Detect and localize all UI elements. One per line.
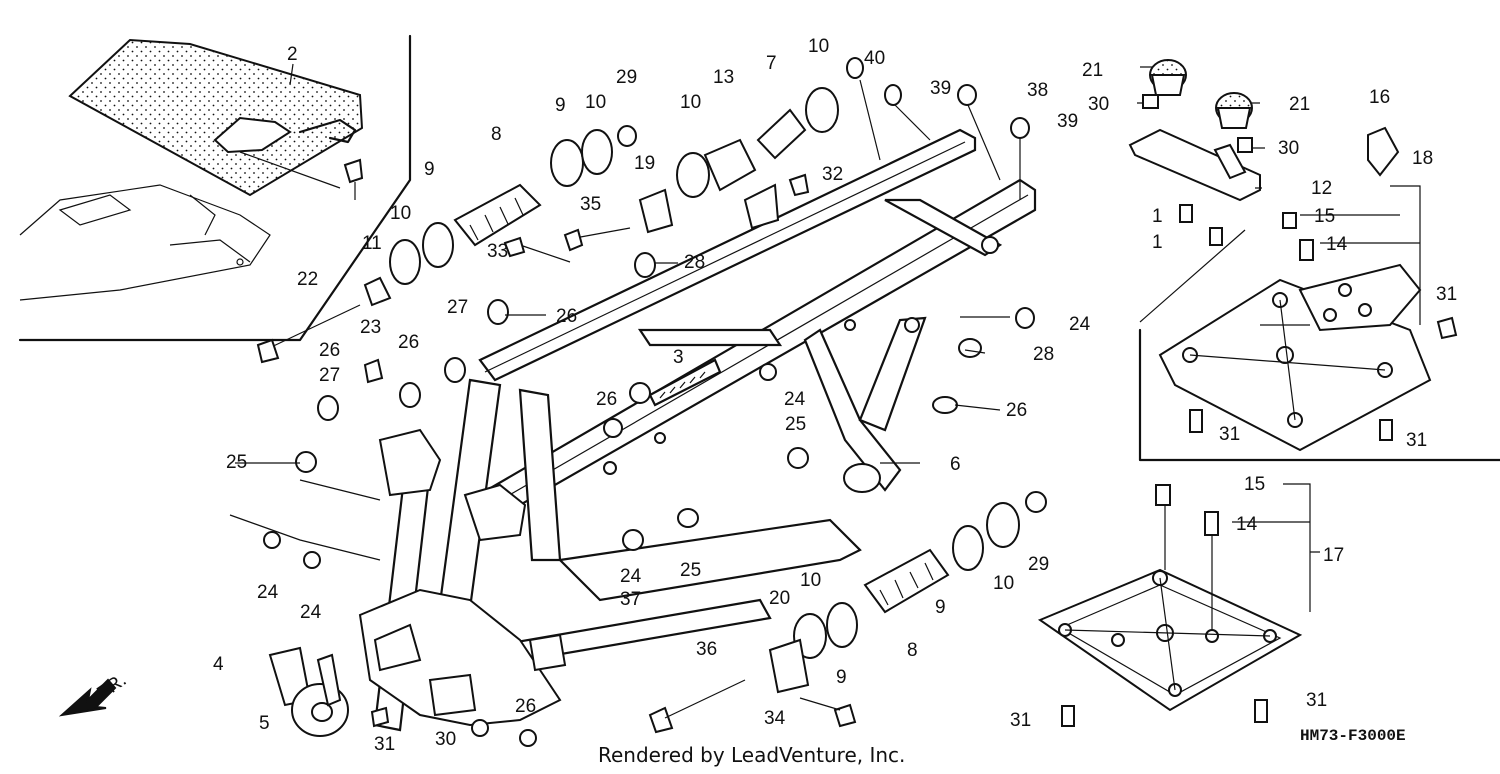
callout-25: 25 xyxy=(226,452,247,473)
callout-40: 40 xyxy=(864,48,885,69)
callout-34: 34 xyxy=(764,708,786,729)
callout-27: 27 xyxy=(319,365,340,386)
callout-26: 26 xyxy=(556,306,577,327)
callout-8: 8 xyxy=(907,640,918,661)
callout-15: 15 xyxy=(1244,474,1265,495)
callout-28: 28 xyxy=(1033,344,1054,365)
callout-8: 8 xyxy=(491,124,502,145)
callout-10: 10 xyxy=(585,92,606,113)
callout-28: 28 xyxy=(684,252,705,273)
callout-10: 10 xyxy=(680,92,701,113)
callout-27: 27 xyxy=(447,297,468,318)
callout-31: 31 xyxy=(1306,690,1327,711)
callout-39: 39 xyxy=(930,78,951,99)
callout-26: 26 xyxy=(596,389,617,410)
callout-32: 32 xyxy=(822,164,843,185)
callout-26: 26 xyxy=(319,340,340,361)
callout-24: 24 xyxy=(257,582,279,603)
callout-2: 2 xyxy=(287,44,298,65)
clamps xyxy=(229,57,1035,747)
skid-plate-box-upper xyxy=(1138,212,1500,462)
front-direction-arrow: FR. xyxy=(58,669,130,717)
callout-10: 10 xyxy=(390,203,411,224)
top-right-bracket xyxy=(1128,59,1400,246)
callout-22: 22 xyxy=(297,269,318,290)
callout-19: 19 xyxy=(634,153,655,174)
callout-36: 36 xyxy=(696,639,717,660)
callout-25: 25 xyxy=(785,414,806,435)
callout-23: 23 xyxy=(360,317,381,338)
callout-4: 4 xyxy=(213,654,224,675)
callout-14: 14 xyxy=(1236,514,1258,535)
callout-16: 16 xyxy=(1369,87,1390,108)
callout-9: 9 xyxy=(836,667,847,688)
main-frame xyxy=(358,128,1037,732)
callout-21: 21 xyxy=(1289,94,1310,115)
callout-24: 24 xyxy=(784,389,806,410)
callout-5: 5 xyxy=(259,713,270,734)
callout-10: 10 xyxy=(993,573,1014,594)
lower-shaft-assembly xyxy=(648,491,1047,734)
skid-plate-lower xyxy=(1037,484,1303,727)
callout-21: 21 xyxy=(1082,60,1103,81)
callout-1: 1 xyxy=(1152,232,1163,253)
upper-shaft-assembly xyxy=(256,87,839,384)
callout-9: 9 xyxy=(555,95,566,116)
callout-38: 38 xyxy=(1027,80,1048,101)
callout-11: 11 xyxy=(362,233,382,254)
callout-29: 29 xyxy=(1028,554,1049,575)
callout-6: 6 xyxy=(950,454,961,475)
callout-31: 31 xyxy=(374,734,395,755)
callout-26: 26 xyxy=(1006,400,1027,421)
callout-24: 24 xyxy=(1069,314,1091,335)
callout-29: 29 xyxy=(616,67,637,88)
callout-3: 3 xyxy=(673,347,684,368)
callout-30: 30 xyxy=(435,729,456,750)
callout-31: 31 xyxy=(1436,284,1457,305)
callout-15: 15 xyxy=(1314,206,1335,227)
callout-24: 24 xyxy=(300,602,322,623)
callout-30: 30 xyxy=(1278,138,1299,159)
callout-35: 35 xyxy=(580,194,601,215)
callout-leaders xyxy=(235,63,1421,612)
callout-25: 25 xyxy=(680,560,701,581)
callout-26: 26 xyxy=(515,696,536,717)
callout-37: 37 xyxy=(620,589,641,610)
callout-9: 9 xyxy=(935,597,946,618)
diagram-code: HM73-F3000E xyxy=(1300,727,1406,745)
watermark: Rendered by LeadVenture, Inc. xyxy=(598,743,905,767)
callout-10: 10 xyxy=(800,570,821,591)
callout-10: 10 xyxy=(808,36,829,57)
callout-12: 12 xyxy=(1311,178,1332,199)
callout-30: 30 xyxy=(1088,94,1109,115)
callout-1: 1 xyxy=(1152,206,1163,227)
callout-7: 7 xyxy=(766,53,777,74)
callout-20: 20 xyxy=(769,588,790,609)
callout-9: 9 xyxy=(424,159,435,180)
callout-39: 39 xyxy=(1057,111,1078,132)
callout-31: 31 xyxy=(1010,710,1031,731)
callout-24: 24 xyxy=(620,566,642,587)
inset-seat-plate xyxy=(18,34,412,342)
callout-18: 18 xyxy=(1412,148,1433,169)
callout-33: 33 xyxy=(487,241,508,262)
callout-31: 31 xyxy=(1406,430,1427,451)
callout-17: 17 xyxy=(1323,545,1344,566)
horn-assembly xyxy=(268,646,390,737)
callout-26: 26 xyxy=(398,332,419,353)
callout-14: 14 xyxy=(1326,234,1348,255)
callout-13: 13 xyxy=(713,67,734,88)
callout-31: 31 xyxy=(1219,424,1240,445)
